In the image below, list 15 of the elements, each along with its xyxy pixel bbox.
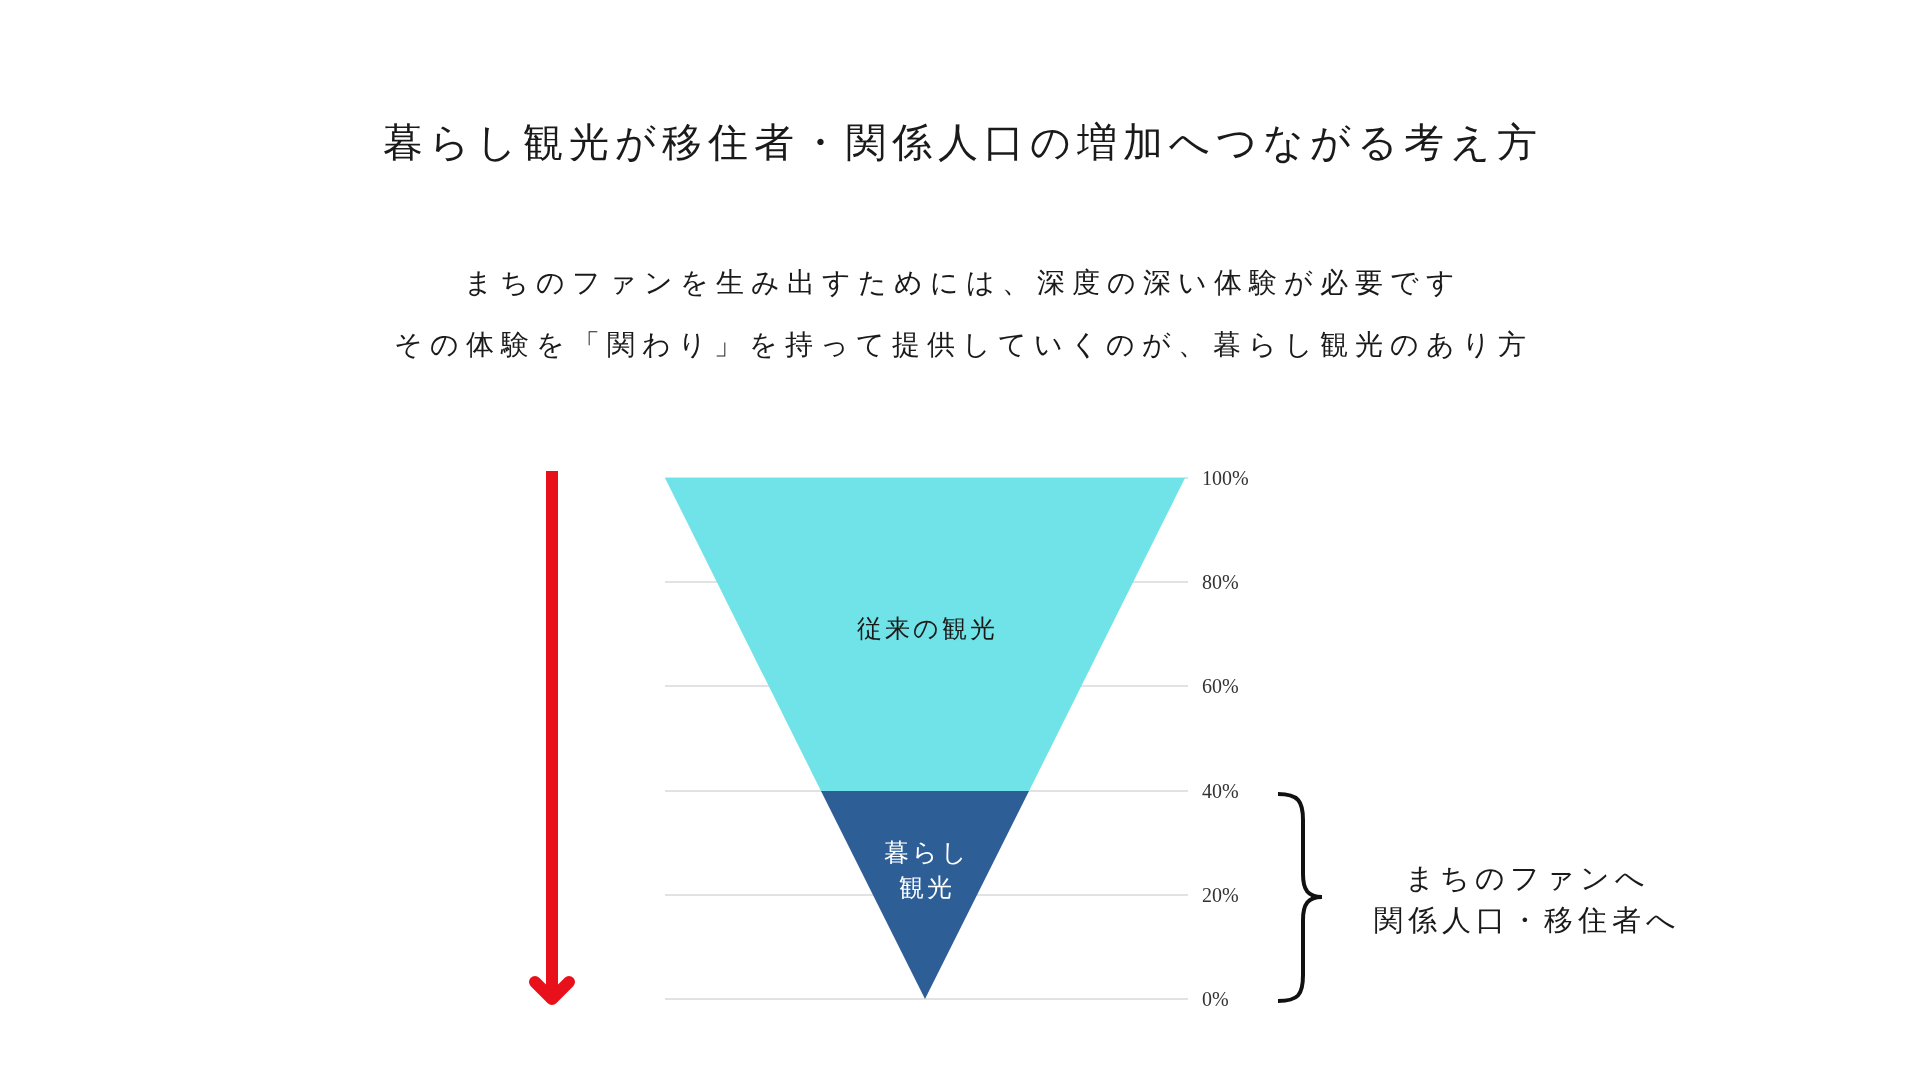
axis-tick-label: 40% — [1202, 779, 1239, 803]
bracket-label: まちのファンへ — [1404, 860, 1650, 896]
bracket-label: 関係人口・移住者へ — [1373, 902, 1681, 938]
subtitle-text: その体験を「関わり」を持って提供していくのが、暮らし観光のあり方 — [393, 328, 1533, 362]
funnel-segment — [821, 791, 1029, 999]
subtitle-text: まちのファンを生み出すためには、深度の深い体験が必要です — [464, 266, 1462, 300]
axis-tick-label: 80% — [1202, 570, 1239, 594]
axis-tick-label: 0% — [1202, 987, 1229, 1011]
segment-label: 暮らし観光 — [883, 837, 971, 904]
segment-label: 従来の観光 — [856, 612, 998, 645]
title: 暮らし観光が移住者・関係人口の増加へつながる考え方 — [383, 118, 1543, 166]
funnel-segment — [665, 478, 1185, 791]
axis-tick-label: 100% — [1202, 466, 1249, 490]
axis-tick-label: 60% — [1202, 674, 1239, 698]
axis-tick-label: 20% — [1202, 883, 1239, 907]
